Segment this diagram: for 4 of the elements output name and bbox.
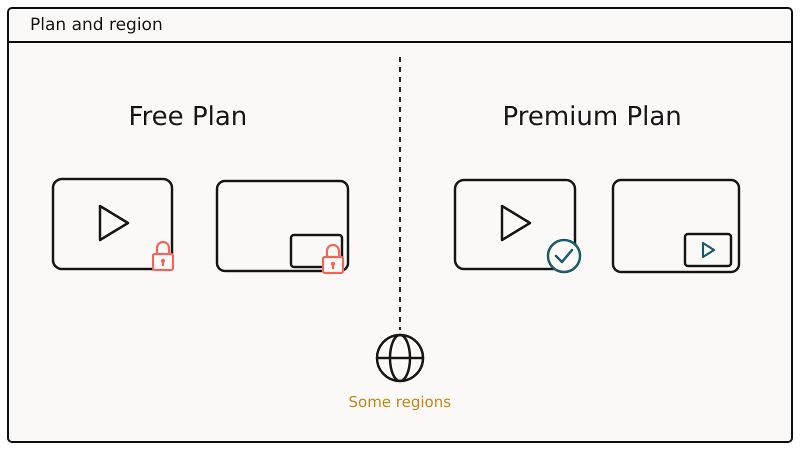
panel-title: Plan and region	[30, 15, 163, 35]
plan-heading: Free Plan	[128, 102, 248, 132]
globe-caption: Some regions	[348, 393, 452, 411]
plan-heading: Premium Plan	[502, 102, 682, 132]
